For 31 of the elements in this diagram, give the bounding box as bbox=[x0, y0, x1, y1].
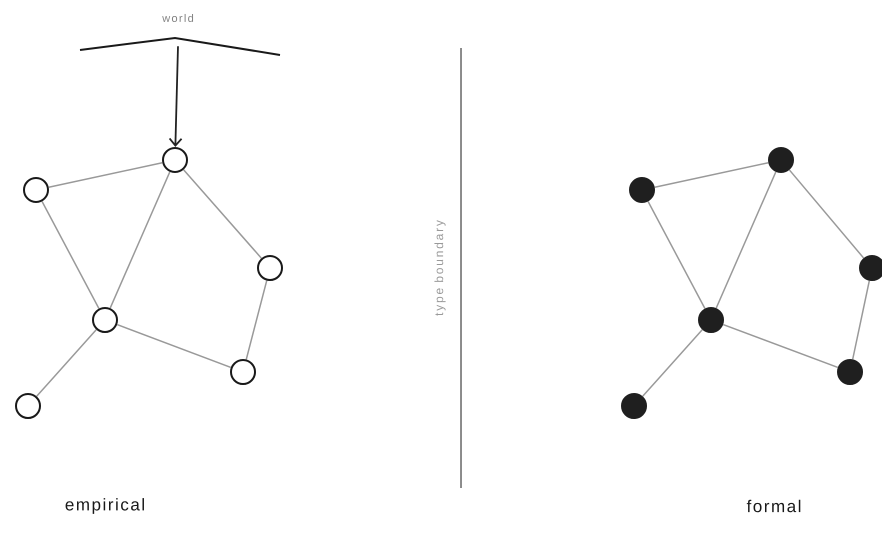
hollow-circle bbox=[15, 393, 41, 419]
connector-line bbox=[36, 329, 97, 397]
connector-line bbox=[852, 280, 870, 360]
hollow-circle bbox=[230, 359, 256, 385]
filled-circle bbox=[621, 393, 647, 419]
filled-circle bbox=[768, 147, 794, 173]
connector-line bbox=[48, 162, 162, 188]
filled-circle bbox=[629, 177, 656, 203]
arrow bbox=[168, 46, 182, 147]
caption-label: empirical bbox=[66, 498, 144, 514]
connector-line bbox=[722, 324, 838, 368]
caption-label: formal bbox=[746, 500, 800, 512]
connector-line bbox=[183, 169, 262, 259]
filled-circle bbox=[859, 255, 882, 281]
connector-line bbox=[647, 201, 706, 309]
hollow-circle bbox=[257, 255, 283, 281]
hollow-circle bbox=[92, 307, 118, 333]
connector-line bbox=[41, 201, 100, 309]
filled-circle bbox=[837, 359, 864, 385]
filled-circle bbox=[698, 307, 724, 333]
boundary-label: type boundary bbox=[434, 220, 446, 316]
connector-line bbox=[654, 162, 768, 188]
hollow-circle bbox=[162, 147, 188, 173]
connector-line bbox=[642, 329, 703, 397]
connector-line bbox=[246, 280, 268, 360]
connector-line bbox=[716, 172, 776, 308]
connector-line bbox=[788, 169, 864, 259]
connector-line bbox=[110, 172, 170, 308]
bracket-label: world bbox=[80, 14, 280, 56]
hollow-circle bbox=[23, 177, 49, 203]
connector-line bbox=[116, 324, 232, 368]
